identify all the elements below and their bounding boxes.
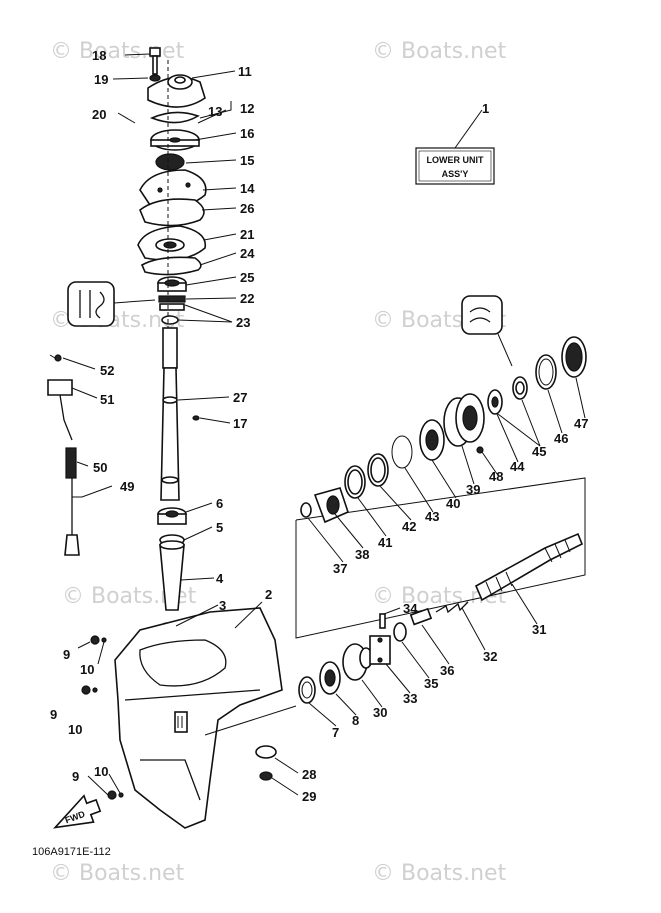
callout-number: 44 — [510, 459, 525, 474]
watermark: © Boats.net — [50, 861, 185, 886]
callout-number: 52 — [100, 363, 114, 378]
callout-number: 50 — [93, 460, 107, 475]
callout-number: 32 — [483, 649, 497, 664]
callout-number: 38 — [355, 547, 369, 562]
callout-number: 27 — [233, 390, 247, 405]
callout-number: 8 — [352, 713, 359, 728]
callout-number: 20 — [92, 107, 106, 122]
callout-number: 9 — [72, 769, 79, 784]
label-box-line2: ASS'Y — [442, 169, 469, 179]
lower-unit-label-box: LOWER UNIT ASS'Y — [415, 109, 495, 185]
callout-number: 42 — [402, 519, 416, 534]
callout-number: 34 — [403, 601, 418, 616]
callout-number: 14 — [240, 181, 255, 196]
callout-number: 10 — [68, 722, 82, 737]
callout-number: 47 — [574, 416, 588, 431]
callout-number: 4 — [216, 571, 224, 586]
callout-number: 9 — [50, 707, 57, 722]
callout-number: 49 — [120, 479, 134, 494]
diagram-code: 106A9171E-112 — [32, 846, 111, 858]
callout-number: 39 — [466, 482, 480, 497]
callout-number: 18 — [92, 48, 106, 63]
forward-arrow-icon: FWD — [53, 794, 102, 829]
callout-number: 3 — [219, 598, 226, 613]
callout-number: 1 — [482, 101, 489, 116]
watermark: © Boats.net — [372, 39, 507, 64]
leader-lines — [62, 53, 586, 796]
callout-number: 2 — [265, 587, 272, 602]
callout-number: 31 — [532, 622, 546, 637]
callout-number: 15 — [240, 153, 254, 168]
callout-number: 37 — [333, 561, 347, 576]
callout-number: 12 — [240, 101, 254, 116]
callout-number: 5 — [216, 520, 223, 535]
callout-number: 22 — [240, 291, 254, 306]
callout-number: 16 — [240, 126, 254, 141]
callout-number: 30 — [373, 705, 387, 720]
watermark: © Boats.net — [372, 861, 507, 886]
group-outline — [295, 477, 586, 639]
callout-numbers: 1 2 3 4 5 6 7 8 9 10 11 12 13 14 15 16 1… — [50, 48, 588, 804]
callout-number: 51 — [100, 392, 114, 407]
callout-number: 29 — [302, 789, 316, 804]
callout-number: 43 — [425, 509, 439, 524]
callout-number: 45 — [532, 444, 546, 459]
callout-number: 26 — [240, 201, 254, 216]
callout-number: 13 — [208, 104, 222, 119]
callout-number: 10 — [80, 662, 94, 677]
shift-rod-assembly — [47, 354, 80, 556]
watermark: © Boats.net — [50, 39, 185, 64]
callout-number: 21 — [240, 227, 254, 242]
callout-number: 11 — [238, 64, 252, 79]
callout-number: 36 — [440, 663, 454, 678]
callout-number: 10 — [94, 764, 108, 779]
callout-number: 19 — [94, 72, 108, 87]
lower-casing: FWD — [53, 607, 283, 829]
drive-shaft-bearings — [157, 507, 187, 634]
callout-number: 17 — [233, 416, 247, 431]
callout-number: 46 — [554, 431, 568, 446]
callout-number: 28 — [302, 767, 316, 782]
callout-number: 7 — [332, 725, 339, 740]
drive-shaft — [160, 327, 200, 501]
callout-number: 40 — [446, 496, 460, 511]
callout-number: 48 — [489, 469, 503, 484]
callout-number: 35 — [424, 676, 438, 691]
water-pump-stack — [67, 47, 207, 330]
callout-number: 6 — [216, 496, 223, 511]
callout-number: 9 — [63, 647, 70, 662]
callout-number: 41 — [378, 535, 392, 550]
propeller-shaft-group — [298, 295, 587, 704]
callout-number: 33 — [403, 691, 417, 706]
callout-number: 25 — [240, 270, 254, 285]
callout-number: 23 — [236, 315, 250, 330]
label-box-line1: LOWER UNIT — [427, 155, 484, 165]
callout-number: 24 — [240, 246, 255, 261]
